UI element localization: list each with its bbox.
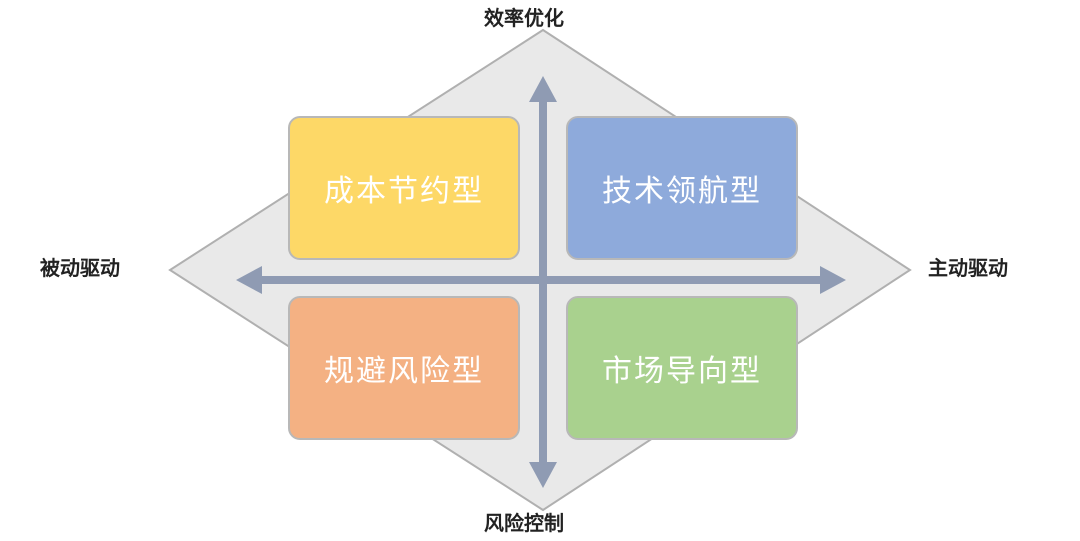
quadrant-label: 市场导向型 (602, 354, 762, 389)
quadrant-cost-saving: 成本节约型 (288, 116, 520, 260)
quadrant-label: 规避风险型 (324, 354, 484, 389)
quadrant-label: 技术领航型 (602, 174, 762, 209)
axis-label-top: 效率优化 (484, 6, 564, 30)
quadrant-risk-avoidance: 规避风险型 (288, 296, 520, 440)
axis-label-bottom: 风险控制 (484, 511, 564, 535)
right-arrowhead (820, 266, 846, 294)
axis-label-left: 被动驱动 (40, 256, 120, 280)
top-arrowhead (529, 76, 557, 102)
bottom-arrowhead (529, 462, 557, 488)
quadrant-tech-leading: 技术领航型 (566, 116, 798, 260)
axis-label-right: 主动驱动 (928, 256, 1008, 280)
quadrant-label: 成本节约型 (324, 174, 484, 209)
left-arrowhead (236, 266, 262, 294)
quadrant-market-oriented: 市场导向型 (566, 296, 798, 440)
